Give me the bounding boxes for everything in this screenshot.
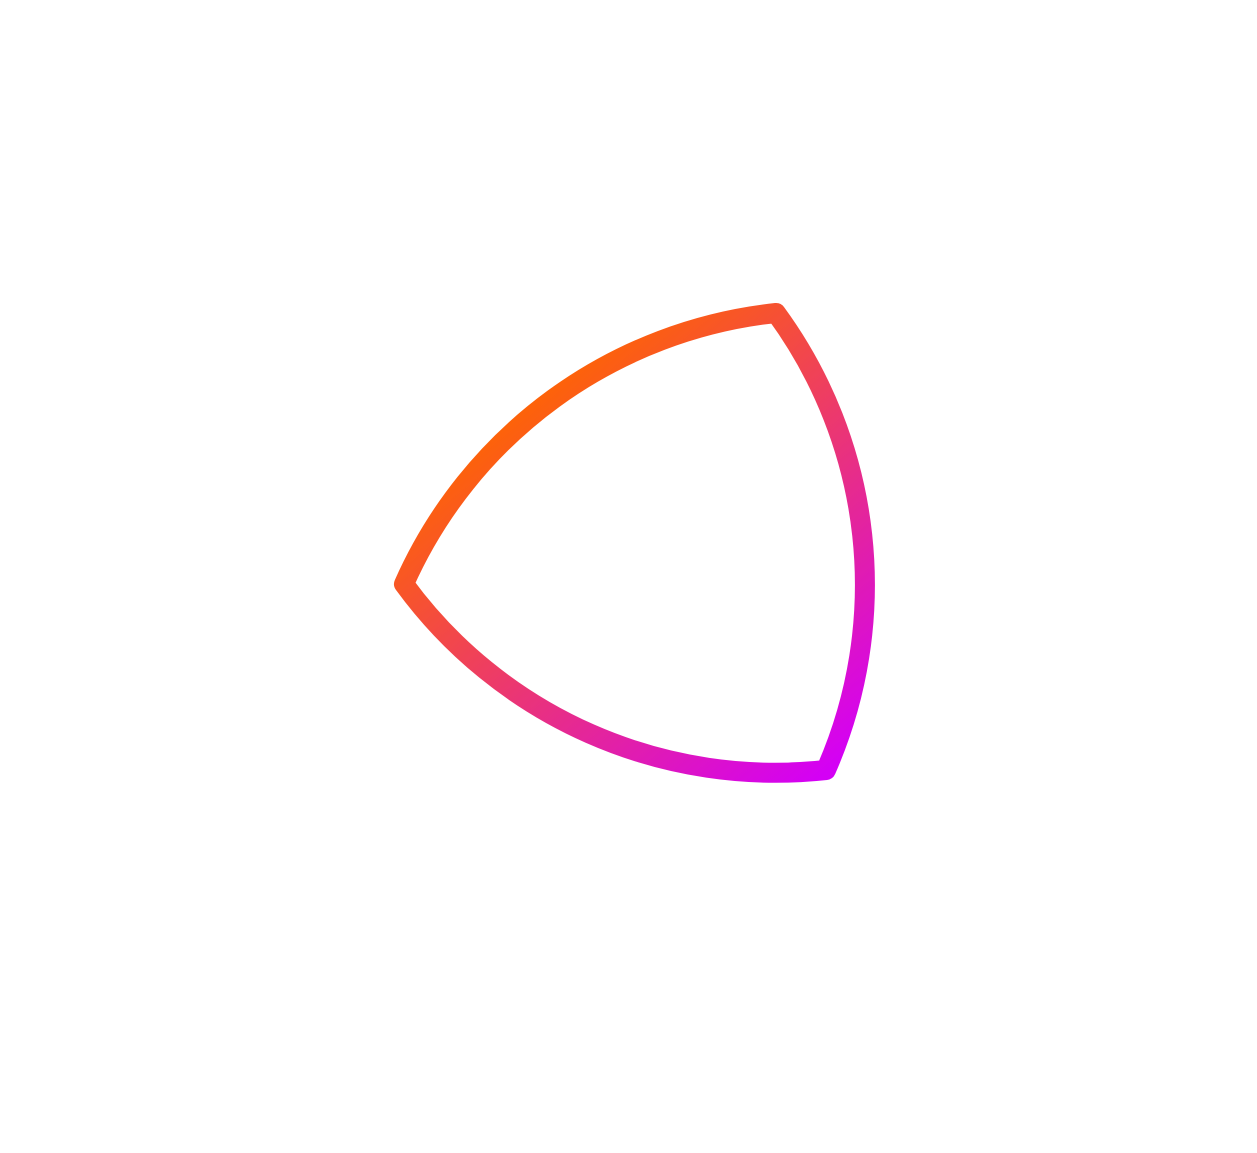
reuleaux-triangle-outline-icon xyxy=(394,303,875,783)
